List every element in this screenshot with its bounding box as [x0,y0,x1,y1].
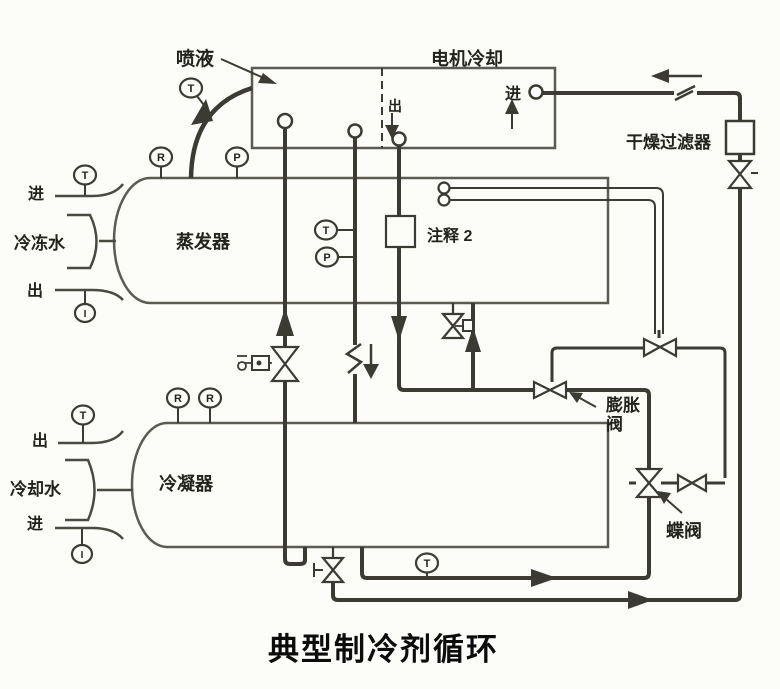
cooling-water-label: 冷却水 [10,480,61,499]
actuated-valve-icon [237,345,301,383]
svg-text:T: T [82,170,89,182]
chilled-water-box-bracket [67,213,116,270]
butterfly-valve-pointer-icon [657,491,683,514]
svg-text:I: I [84,309,87,320]
svg-text:R: R [174,393,182,405]
sensor-temperature-cooling-out: T [70,404,96,426]
flow-arrow-up-icon [465,327,481,352]
flow-arrow-up-icon [276,308,294,336]
pipe-break-icon [674,84,696,102]
cooling-water-in-label: 进 [27,516,44,533]
condenser-vessel [130,421,610,549]
flow-arrow-left-icon [651,69,702,83]
motor-in-arrow-icon [505,99,519,129]
spray-pipes [449,187,664,334]
water-pipes [55,183,124,540]
cooling-water-out-label: 出 [32,433,49,450]
suction-flow-arrow-icon [191,99,213,125]
svg-text:R: R [206,393,214,405]
evaporator-label: 蒸发器 [176,232,230,252]
expansion-valve-pointer-icon [569,392,597,408]
sensor-r-condenser-1: R [165,387,191,409]
sensor-temperature-liquid-line: T [414,552,440,574]
sensor-pressure-discharge: P [314,246,340,268]
spray-pointer-icon [220,58,277,84]
spray-line-valve-icon [642,337,678,358]
sensor-cooling-in: I [70,543,94,565]
compressor-box [250,66,557,150]
cooling-water-box-bracket [65,458,133,522]
svg-text:T: T [188,83,195,95]
chilled-water-in-label: 进 [28,186,45,203]
motor-cooling-label: 电机冷却 [431,49,503,69]
spray-label: 喷液 [176,49,215,70]
condenser-outlet-valve-icon [313,547,346,584]
note-2-component-box [384,214,417,249]
compressor-port-icon [276,112,294,130]
sensor-stems [81,166,428,578]
sensor-temperature: T [178,77,204,99]
diagram-title: 典型制冷剂循环 [268,632,499,667]
flow-arrow-down-icon [391,316,407,341]
compressor-port-icon [347,123,363,139]
motor-out-label: 出 [388,98,402,114]
sensor-temperature-discharge: T [313,219,339,241]
svg-text:T: T [323,225,330,237]
sensor-r-condenser-2: R [197,387,223,409]
sensor-temperature-chilled-in: T [72,164,98,186]
butterfly-valve-icon [634,467,664,499]
filter-outlet-valve-icon [726,159,758,190]
expansion-valve-label: 膨胀阀 [606,396,640,435]
note-2-label: 注释 2 [427,228,473,245]
svg-text:I: I [81,550,84,561]
svg-text:T: T [424,558,431,570]
motor-cooling-return-pipe [397,145,534,392]
motor-out-arrow-icon [385,113,399,139]
chilled-water-label: 冷冻水 [14,234,65,253]
spray-nozzle-icon [437,193,451,207]
svg-text:R: R [157,152,165,164]
filter-drier-label: 干燥过滤器 [626,133,711,152]
svg-text:P: P [233,152,240,164]
filter-drier-box [724,119,756,156]
liquid-line-upper [566,388,651,468]
spray-nozzle-icon [437,181,451,195]
motor-out-port-icon [391,131,407,147]
evaporator-vessel [112,176,610,305]
svg-text:T: T [80,410,87,422]
motor-in-port-icon [528,84,544,100]
svg-text:P: P [323,252,330,264]
chilled-water-out-label: 出 [27,283,44,300]
expansion-valve-icon [532,380,568,400]
flow-arrow-right-icon [628,591,653,609]
bypass-valve-icon [676,473,708,493]
sensor-chilled-out: I [73,302,97,324]
sensor-pressure-evaporator: P [224,146,250,168]
motor-cooling-supply-line [331,91,742,602]
butterfly-valve-label: 蝶阀 [666,521,702,541]
service-valve-icon [440,303,474,340]
bypass-piping [550,330,727,485]
flow-arrow-right-icon [531,569,557,587]
motor-in-label: 进 [505,86,522,103]
sensor-r-evaporator: R [148,146,174,168]
flow-arrow-down-icon [363,344,379,379]
liquid-line-bottom [360,498,651,580]
condenser-label: 冷凝器 [159,474,213,494]
pipe-break-icon [344,342,364,374]
